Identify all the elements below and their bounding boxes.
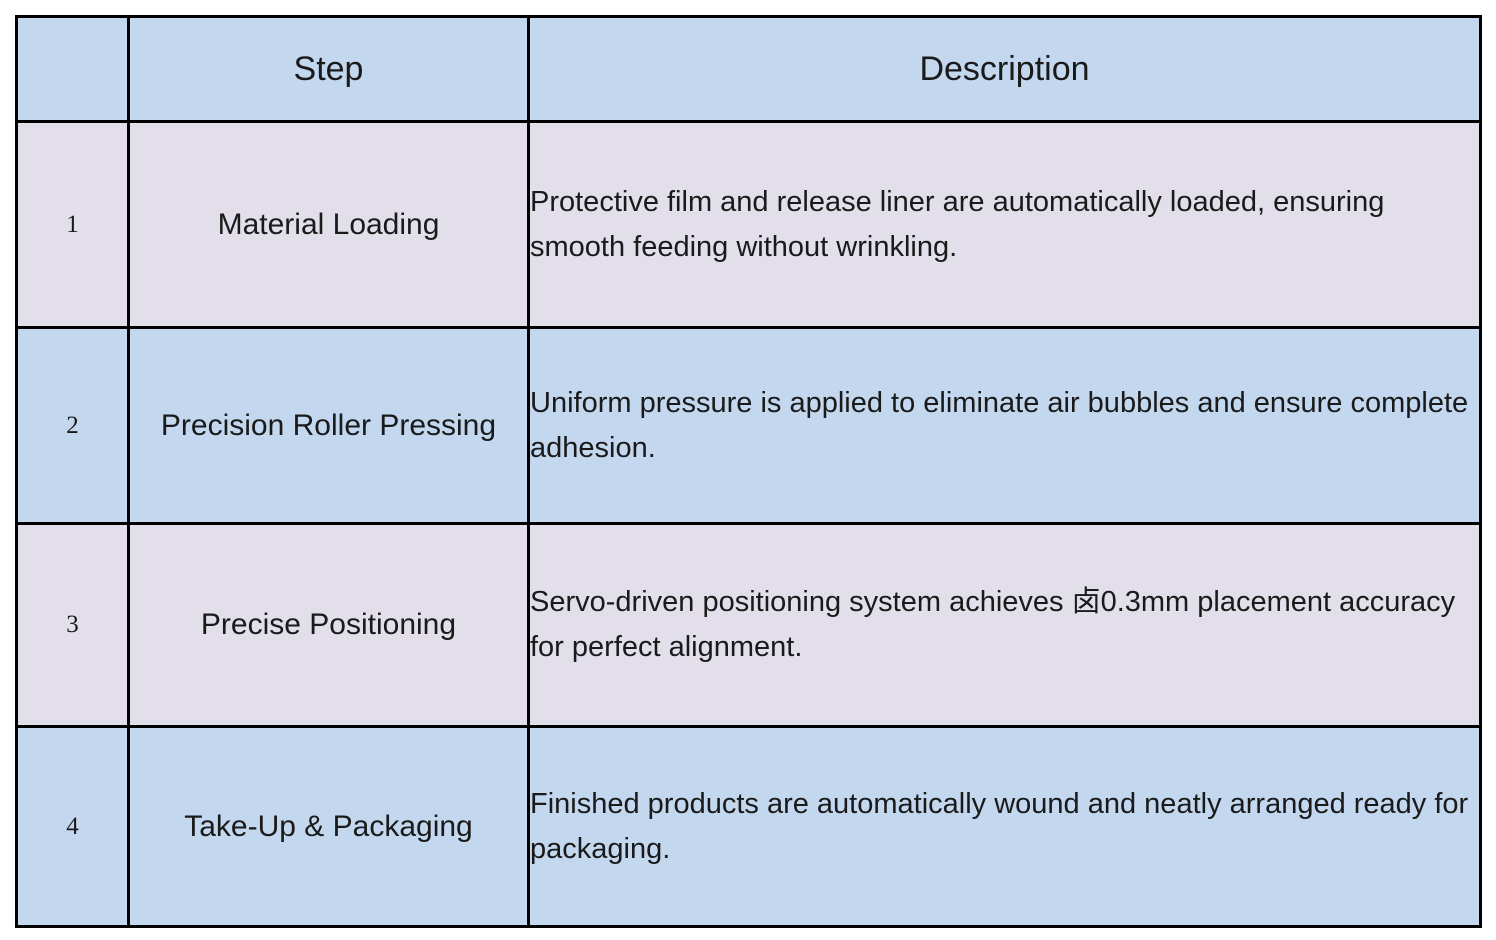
table-header: Step Description — [15, 15, 1482, 123]
process-steps-table: Step Description 1 Material Loading Prot… — [15, 15, 1482, 928]
row-step-cell: Precision Roller Pressing — [127, 326, 530, 525]
row-index-cell: 4 — [15, 725, 130, 928]
process-table-container: Step Description 1 Material Loading Prot… — [15, 15, 1482, 928]
column-header-step: Step — [127, 15, 530, 123]
row-step-cell: Precise Positioning — [127, 522, 530, 728]
column-header-description: Description — [527, 15, 1482, 123]
row-step-cell: Material Loading — [127, 120, 530, 329]
row-description-cell: Servo-driven positioning system achieves… — [527, 522, 1482, 728]
table-row: 1 Material Loading Protective film and r… — [15, 120, 1482, 329]
row-description-cell: Protective film and release liner are au… — [527, 120, 1482, 329]
table-row: 3 Precise Positioning Servo-driven posit… — [15, 522, 1482, 728]
table-header-row: Step Description — [15, 15, 1482, 123]
column-header-index — [15, 15, 130, 123]
row-index-cell: 1 — [15, 120, 130, 329]
table-row: 2 Precision Roller Pressing Uniform pres… — [15, 326, 1482, 525]
row-description-cell: Finished products are automatically woun… — [527, 725, 1482, 928]
row-description-cell: Uniform pressure is applied to eliminate… — [527, 326, 1482, 525]
table-body: 1 Material Loading Protective film and r… — [15, 120, 1482, 928]
row-index-cell: 2 — [15, 326, 130, 525]
table-row: 4 Take-Up & Packaging Finished products … — [15, 725, 1482, 928]
row-index-cell: 3 — [15, 522, 130, 728]
row-step-cell: Take-Up & Packaging — [127, 725, 530, 928]
